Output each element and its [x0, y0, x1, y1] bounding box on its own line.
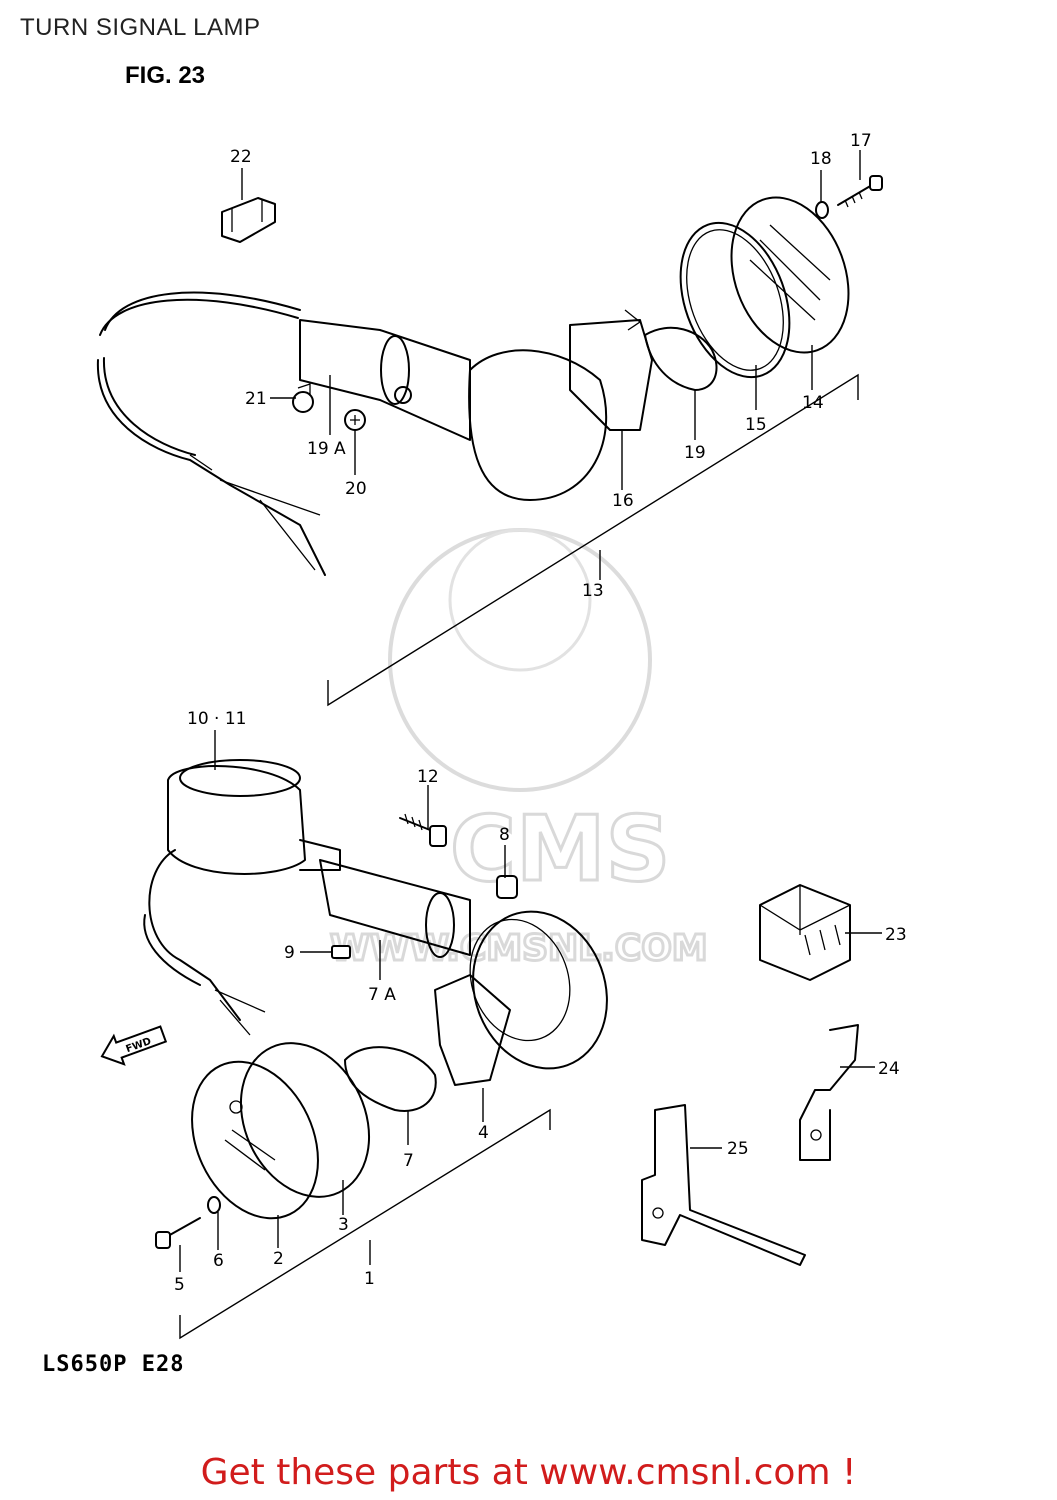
callout-19a: 19 A — [307, 439, 346, 459]
callout-19: 19 — [684, 443, 706, 463]
callout-14: 14 — [802, 393, 824, 413]
callout-20: 20 — [345, 479, 367, 499]
lower-lamp-assembly — [143, 759, 859, 1340]
callout-2: 2 — [273, 1249, 284, 1269]
callouts: 22 17 18 14 15 19 16 21 19 A 20 13 10 · … — [174, 131, 907, 1295]
upper-lamp-assembly — [96, 175, 883, 707]
callout-13: 13 — [582, 581, 604, 601]
callout-22: 22 — [230, 147, 252, 167]
figure-label: FIG. 23 — [125, 62, 206, 89]
callout-25: 25 — [727, 1139, 749, 1159]
callout-3: 3 — [338, 1215, 349, 1235]
leader-lines — [179, 150, 882, 1272]
callout-10-11: 10 · 11 — [187, 709, 246, 729]
callout-23: 23 — [885, 925, 907, 945]
callout-18: 18 — [810, 149, 832, 169]
callout-6: 6 — [213, 1251, 224, 1271]
fwd-arrow-icon: FWD — [100, 1025, 168, 1066]
callout-17: 17 — [850, 131, 872, 151]
callout-8: 8 — [499, 825, 510, 845]
parts-link[interactable]: Get these parts at www.cmsnl.com ! — [200, 1452, 857, 1493]
model-code: LS650P E28 — [42, 1352, 185, 1377]
callout-16: 16 — [612, 491, 634, 511]
page-title: TURN SIGNAL LAMP — [20, 14, 261, 41]
callout-7: 7 — [403, 1151, 414, 1171]
callout-24: 24 — [878, 1059, 900, 1079]
callout-7a: 7 A — [368, 985, 396, 1005]
callout-12: 12 — [417, 767, 439, 787]
callout-4: 4 — [478, 1123, 489, 1143]
callout-5: 5 — [174, 1275, 185, 1295]
watermark-url: WWW.CMSNL.COM — [330, 928, 708, 969]
watermark: CMS WWW.CMSNL.COM — [329, 528, 709, 971]
callout-21: 21 — [245, 389, 267, 409]
callout-15: 15 — [745, 415, 767, 435]
callout-1: 1 — [364, 1269, 375, 1289]
watermark-logo: CMS — [450, 797, 670, 902]
callout-9: 9 — [284, 943, 295, 963]
